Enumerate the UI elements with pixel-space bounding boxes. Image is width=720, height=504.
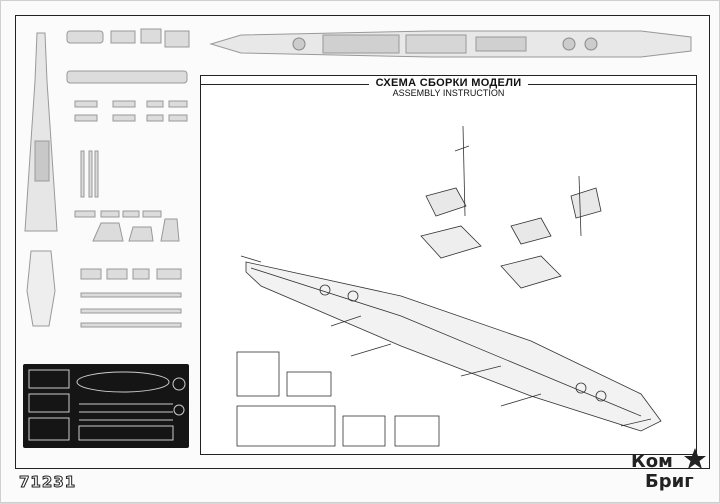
photo-etch-fret	[23, 364, 189, 448]
logo-line-1: Ком	[631, 451, 673, 472]
title-rule-left	[201, 84, 369, 85]
deck-plan-drawing	[209, 30, 692, 58]
brand-logo: Ком Бриг	[631, 447, 711, 499]
title-rule-right	[528, 84, 696, 85]
assembly-instruction-panel: СХЕМА СБОРКИ МОДЕЛИ ASSEMBLY INSTRUCTION	[200, 75, 697, 455]
sprue-parts-drawing	[66, 28, 190, 328]
hull-profile-drawing	[24, 32, 58, 327]
page-subtitle: ASSEMBLY INSTRUCTION	[392, 88, 505, 98]
kit-code: 71231	[18, 473, 77, 492]
logo-line-2: Бриг	[645, 471, 694, 492]
page-frame	[15, 15, 710, 469]
star-icon	[684, 448, 706, 469]
assembly-diagram	[236, 125, 662, 447]
page-title: СХЕМА СБОРКИ МОДЕЛИ	[375, 77, 522, 89]
